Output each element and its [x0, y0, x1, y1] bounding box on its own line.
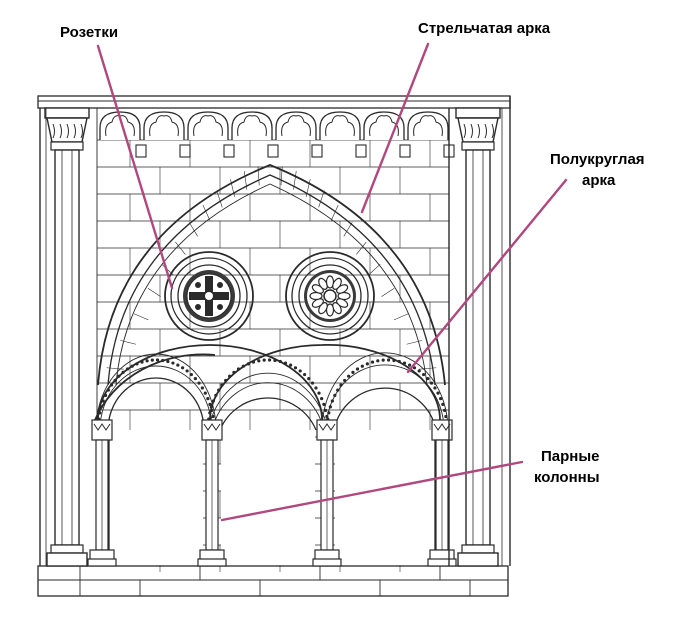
- outer-columns: [39, 96, 511, 567]
- label-round-arch-line1: Полукруглая: [550, 151, 645, 168]
- pointed-arch: [97, 164, 446, 386]
- callout-leaders: [96, 42, 568, 522]
- arcade-openings: [108, 430, 436, 565]
- leader-paired-columns: [220, 460, 524, 522]
- plinth: [37, 565, 509, 597]
- label-pointed-arch: Стрельчатая арка: [418, 20, 551, 37]
- paired-columns: [87, 419, 457, 567]
- corbel-frieze: [99, 111, 455, 158]
- label-paired-columns-line1: Парные: [541, 448, 600, 465]
- leader-pointed-arch: [360, 42, 430, 214]
- leader-rosettes: [96, 44, 174, 290]
- arcade-arches: [94, 344, 449, 431]
- label-paired-columns-line2: колонны: [534, 469, 600, 486]
- rosette-left: [164, 251, 254, 341]
- top-cornice: [37, 95, 511, 109]
- label-rosettes: Розетки: [60, 24, 118, 41]
- label-round-arch-line2: арка: [582, 172, 616, 189]
- leader-round-arch: [406, 178, 568, 374]
- callout-labels: Розетки Стрельчатая арка Полукруглая арк…: [60, 20, 645, 486]
- rosette-right: [285, 251, 375, 341]
